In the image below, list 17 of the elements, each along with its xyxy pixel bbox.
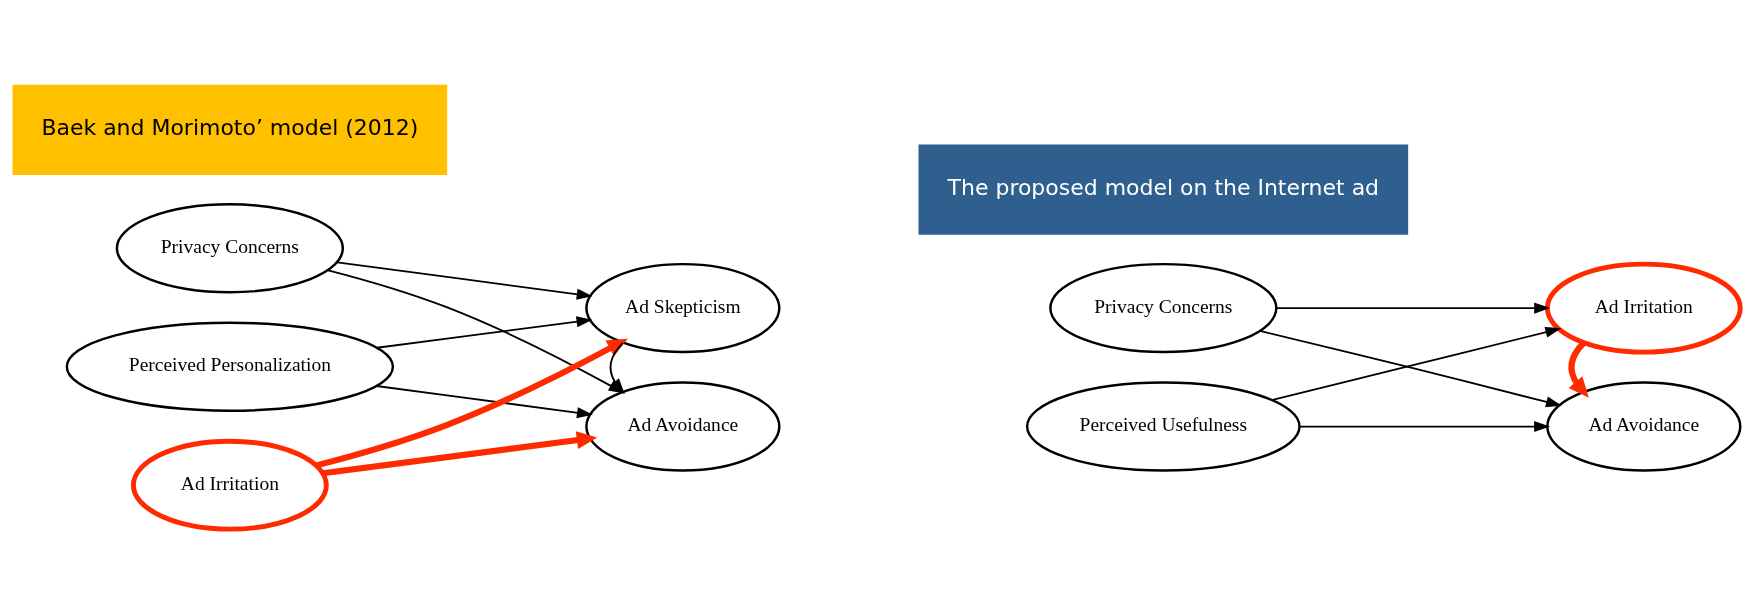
node-ellipse: Perceived Usefulness [1025,381,1301,472]
node-ellipse: Privacy Concerns [1049,262,1278,354]
arrow [1568,340,1589,398]
arrow [1259,330,1562,408]
arrow [1298,421,1551,433]
node-ellipse: Ad Irritation [130,438,329,532]
arrow [322,431,598,477]
node-box: Baek and Morimoto’ model (2012) [12,84,448,175]
node-ellipse: Ad Skepticism [585,262,781,354]
arrow [1275,302,1551,314]
node-box: The proposed model on the Internet ad [918,144,1409,235]
node-ellipse: Perceived Personalization [65,321,395,412]
arrow [375,385,593,419]
arrow [376,316,593,349]
node-ellipse: Privacy Concerns [115,203,345,294]
arrow [1271,326,1562,401]
arrow [336,261,593,300]
